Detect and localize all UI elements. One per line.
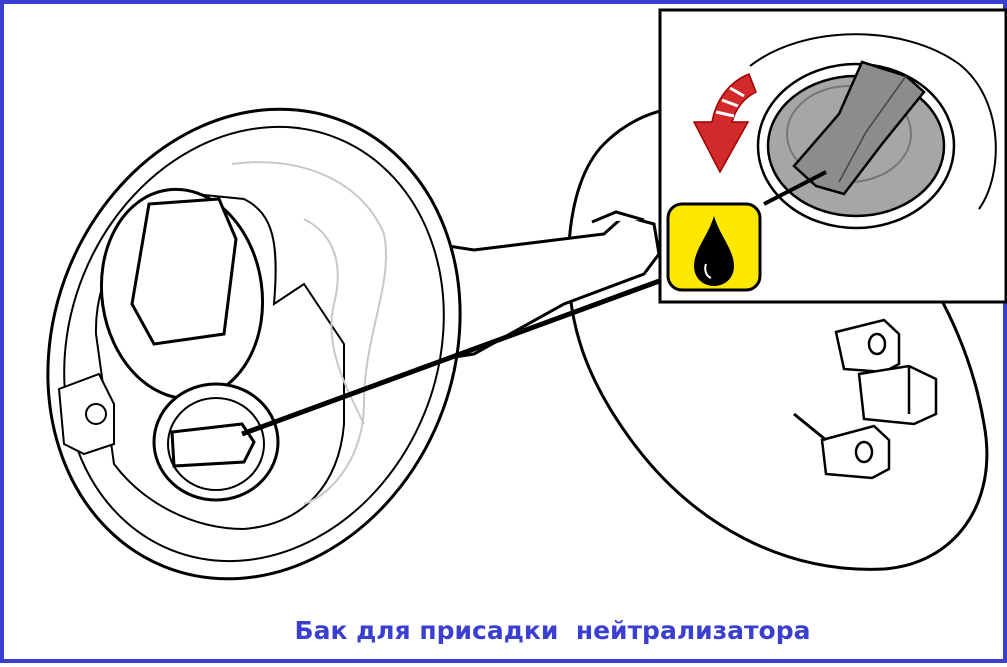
- filler-cap-illustration: [46, 8, 1007, 581]
- curved-arrow-counterclockwise-icon: [692, 73, 757, 174]
- oil-drop-icon: [666, 202, 762, 292]
- fuel-cap: [99, 187, 265, 401]
- additive-filler-neck: [152, 382, 280, 502]
- detail-inset: [658, 8, 1007, 304]
- diagram-caption: Бак для присадки нейтрализатора: [294, 616, 811, 645]
- hinge-bracket: [820, 318, 938, 480]
- cap-grip: [792, 60, 926, 196]
- leader-line: [241, 269, 685, 437]
- filler-housing: [46, 107, 462, 581]
